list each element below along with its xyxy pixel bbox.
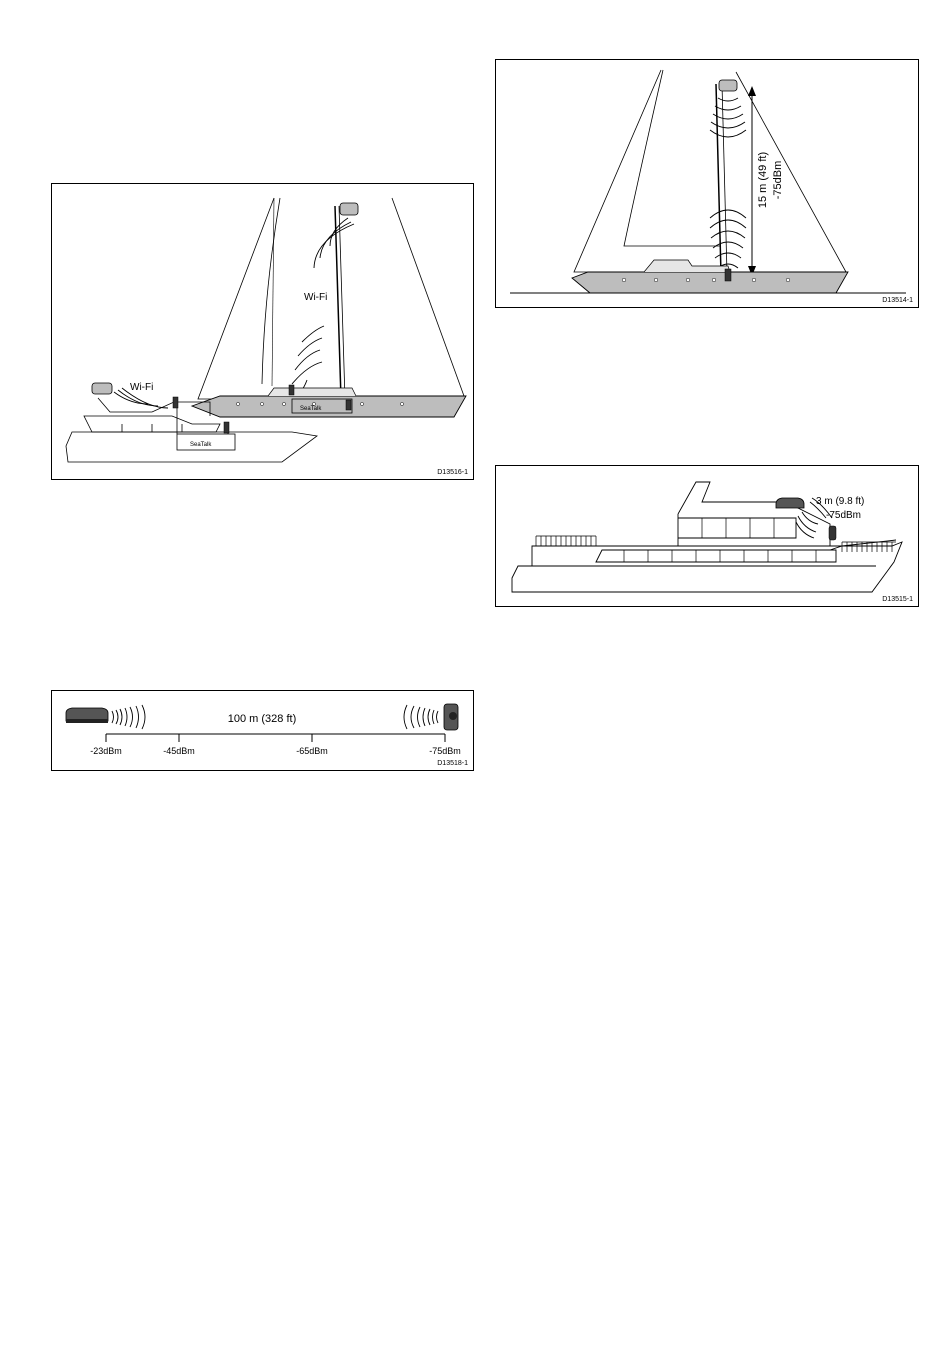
distance-label: 15 m (49 ft): [757, 152, 769, 208]
device-wifi-waves-icon: [404, 705, 438, 729]
sailboat-mast-illustration: 15 m (49 ft) -75dBm: [496, 60, 919, 308]
figure-motor-yacht: 3 m (9.8 ft) -75dBm D13515-1: [495, 465, 919, 607]
power-wifi-label: Wi-Fi: [130, 382, 153, 393]
power-radome-icon: [92, 383, 112, 394]
figure-signal-scale: 100 m (328 ft) -23dBm-45dBm-65dBm-75dBm …: [51, 690, 474, 771]
sailboat-mast: [335, 206, 345, 399]
figure-id: D13514-1: [882, 297, 913, 304]
signal-label: -75dBm: [826, 510, 861, 521]
distance-label: 3 m (9.8 ft): [816, 496, 864, 507]
radome-icon: [776, 498, 804, 508]
sail-lower-wifi-waves-icon: [292, 326, 324, 384]
display-device-icon: [829, 526, 836, 540]
display-device-icon: [444, 704, 458, 730]
distance-label: 100 m (328 ft): [228, 713, 296, 725]
scale-tick-label: -23dBm: [90, 746, 122, 756]
display-device-icon: [725, 269, 731, 281]
figure-sailboat-mast: 15 m (49 ft) -75dBm D13514-1: [495, 59, 919, 308]
radome-wifi-waves-icon: [710, 98, 746, 137]
figure-id: D13515-1: [882, 596, 913, 603]
scale-tick-label: -65dBm: [296, 746, 328, 756]
motor-yacht-illustration: 3 m (9.8 ft) -75dBm: [496, 466, 919, 607]
sail-radome-icon: [340, 203, 358, 215]
radome-icon: [719, 80, 737, 91]
figure-id: D13516-1: [437, 469, 468, 476]
scale-tick-label: -75dBm: [429, 746, 461, 756]
mast: [716, 84, 727, 274]
window-dividers: [624, 518, 816, 562]
power-seatalk-label: SeaTalk: [190, 442, 212, 448]
sail-wifi-label: Wi-Fi: [304, 292, 327, 303]
scale-tick-label: -45dBm: [163, 746, 195, 756]
sail-seatalk-label: SeaTalk: [300, 406, 322, 412]
sail-wifi-waves-icon: [292, 218, 354, 398]
signal-scale-illustration: 100 m (328 ft) -23dBm -45dBm -65dBm -75dBm: [52, 691, 474, 771]
two-boats-illustration: Wi-Fi SeaTalk Wi-Fi: [52, 184, 474, 480]
radome-wifi-waves-icon: [112, 705, 145, 729]
figure-two-boats: Wi-Fi SeaTalk Wi-Fi: [51, 183, 474, 480]
sailboat-hull: [572, 272, 848, 293]
signal-label: -75dBm: [772, 161, 784, 200]
measurement-arrow: [748, 86, 756, 276]
figure-id: D13518-1: [437, 760, 468, 767]
device-wifi-waves-icon: [710, 210, 746, 268]
